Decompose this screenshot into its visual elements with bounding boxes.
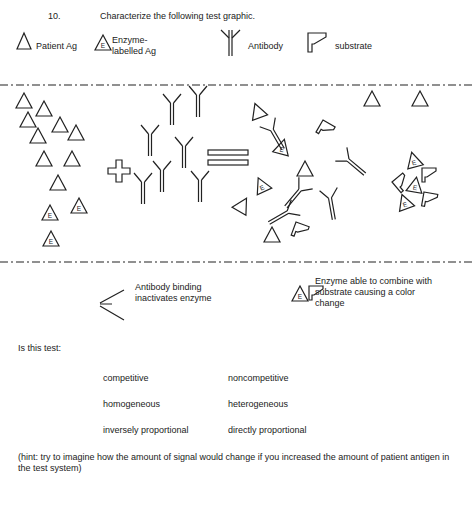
antibody-symbol [335,147,370,181]
answer-option: competitive [103,373,149,384]
enzyme-labelled-antigen [43,231,59,246]
antigen-symbol [64,151,80,166]
substrate-symbol [291,222,309,240]
antigen-symbol [52,117,68,132]
enzyme-labelled-antigen [404,150,423,169]
answer-option: homogeneous [103,399,160,410]
illustration-strokes [16,35,438,301]
antibody-symbol [100,290,124,320]
antigen-symbol [20,112,36,127]
antibody-symbol [279,177,313,212]
enzyme-label: E [399,199,411,211]
legend-text: Enzyme-labelled Ag [112,35,172,57]
divider-line [0,261,474,262]
enzyme-labelled-antigen [406,176,424,194]
substrate-symbol [316,120,335,139]
enzyme-label: E [46,237,56,246]
enzyme-labelled-antigen [251,174,272,194]
equals-sign [208,150,248,155]
enzyme-labelled-antigen [71,198,87,213]
antibody-symbol [229,30,232,56]
caption-text: Enzyme able to combine with substrate ca… [315,276,440,309]
enzyme-labelled-antigen [394,192,414,212]
antigen-symbol [50,175,66,190]
hint-text: (hint: try to imagine how the amount of … [18,452,458,474]
legend-text: Antibody [248,41,283,52]
label-text: Is this test: [18,343,61,354]
antigen-symbol [16,93,32,108]
antibody-symbol [153,161,171,192]
antibody-symbol [134,173,152,204]
enzyme-labelled-antigen [42,205,58,220]
substrate-symbol [308,33,326,52]
divider-line [0,84,474,85]
antigen-symbol [297,161,313,176]
antigen-symbol [364,91,380,106]
antibody-symbol [141,125,159,156]
antibody-symbol [163,94,181,125]
antigen-symbol [36,101,52,116]
enzyme-label: E [295,292,305,301]
antibody-symbol [191,171,209,202]
question-title: Characterize the following test graphic. [100,11,255,22]
antigen-symbol [68,125,84,140]
caption-text: Antibody binding inactivates enzyme [135,282,235,304]
antibody-symbol [189,86,207,117]
antigen-symbol [264,227,280,242]
antigen-symbol [30,128,46,143]
question-number: 10. [48,11,61,22]
answer-option: heterogeneous [228,399,288,410]
antigen-symbol [36,151,52,166]
antibody-symbol [320,188,343,222]
antibody-symbol [221,30,240,38]
antigen-symbol [412,91,428,106]
equals-sign [208,160,248,165]
enzyme-labelled-antigen [95,35,111,50]
answer-option: inversely proportional [103,425,189,436]
antigen-symbol [232,194,253,215]
enzyme-label: E [45,211,55,220]
answer-option: noncompetitive [228,373,289,384]
substrate-symbol [392,173,412,193]
enzyme-labelled-antigen [273,137,292,156]
enzyme-labelled-antigen [292,286,308,301]
enzyme-label: E [409,182,420,193]
enzyme-label: E [98,41,108,50]
answer-option: directly proportional [228,425,307,436]
substrate-symbol [422,168,436,182]
enzyme-label: E [74,204,84,213]
legend-text: substrate [335,41,372,52]
antigen-symbol [17,33,31,49]
antibody-symbol [175,137,193,168]
antigen-symbol [247,101,267,121]
substrate-symbol [422,192,438,208]
legend-text: Patient Ag [36,41,77,52]
plus-sign [108,160,130,182]
